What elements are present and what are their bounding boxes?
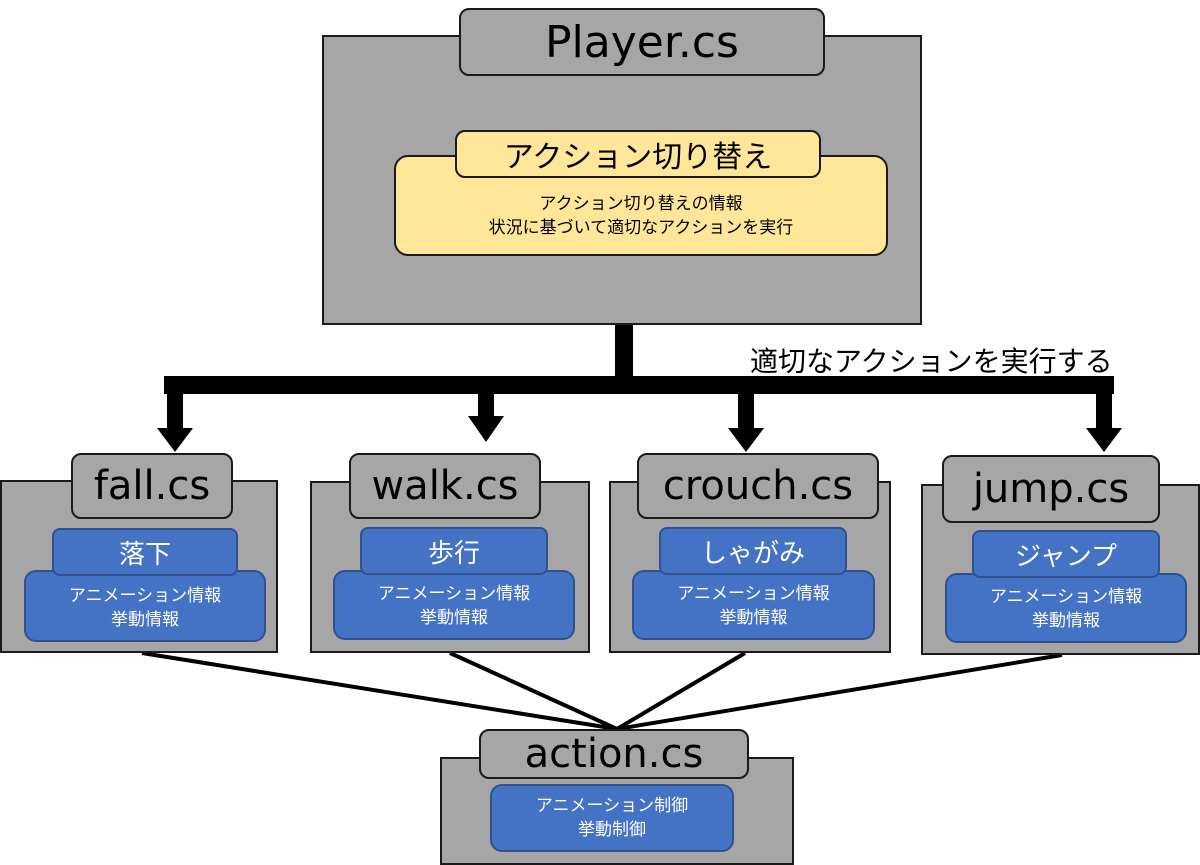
arrow-to-crouch — [728, 390, 764, 452]
player-title: Player.cs — [459, 8, 825, 76]
crouch-action-name: しゃがみ — [659, 527, 847, 575]
base-info: アニメーション制御 挙動制御 — [490, 784, 734, 852]
jump-action-name: ジャンプ — [972, 530, 1160, 578]
arrow-to-walk — [468, 390, 504, 442]
walk-info-line2: 挙動情報 — [420, 608, 488, 628]
crouch-file-label: crouch.cs — [637, 453, 879, 519]
base-file-label: action.cs — [479, 729, 749, 779]
switch-desc-line2: 状況に基づいて適切なアクションを実行 — [488, 218, 794, 238]
crouch-info: アニメーション情報 挙動情報 — [632, 570, 875, 640]
fall-info: アニメーション情報 挙動情報 — [24, 570, 266, 642]
switch-desc-line1: アクション切り替えの情報 — [539, 194, 743, 214]
crouch-info-line1: アニメーション情報 — [677, 584, 830, 604]
fall-action-name: 落下 — [52, 528, 238, 576]
base-info-line2: 挙動制御 — [578, 820, 646, 840]
link-walk-action — [449, 651, 618, 731]
walk-action-name: 歩行 — [360, 527, 548, 575]
jump-file-label: jump.cs — [942, 455, 1160, 523]
link-crouch-action — [615, 651, 747, 731]
switch-section-title: アクション切り替え — [455, 130, 821, 178]
base-info-line1: アニメーション制御 — [535, 796, 689, 816]
bus-line — [164, 376, 1114, 394]
jump-info-line2: 挙動情報 — [1032, 611, 1100, 631]
walk-info: アニメーション情報 挙動情報 — [333, 570, 575, 640]
crouch-info-line2: 挙動情報 — [719, 608, 788, 628]
fall-info-line1: アニメーション情報 — [68, 586, 222, 606]
jump-info: アニメーション情報 挙動情報 — [945, 573, 1187, 643]
execute-note: 適切なアクションを実行する — [750, 345, 1113, 378]
arrow-to-jump — [1086, 390, 1122, 452]
fall-file-label: fall.cs — [71, 453, 233, 519]
walk-file-label: walk.cs — [349, 453, 541, 519]
link-fall-action — [141, 651, 618, 731]
walk-info-line1: アニメーション情報 — [377, 584, 531, 604]
fall-info-line2: 挙動情報 — [111, 610, 179, 630]
link-jump-action — [616, 653, 1063, 731]
jump-info-line1: アニメーション情報 — [989, 587, 1143, 607]
arrow-to-fall — [157, 390, 193, 452]
